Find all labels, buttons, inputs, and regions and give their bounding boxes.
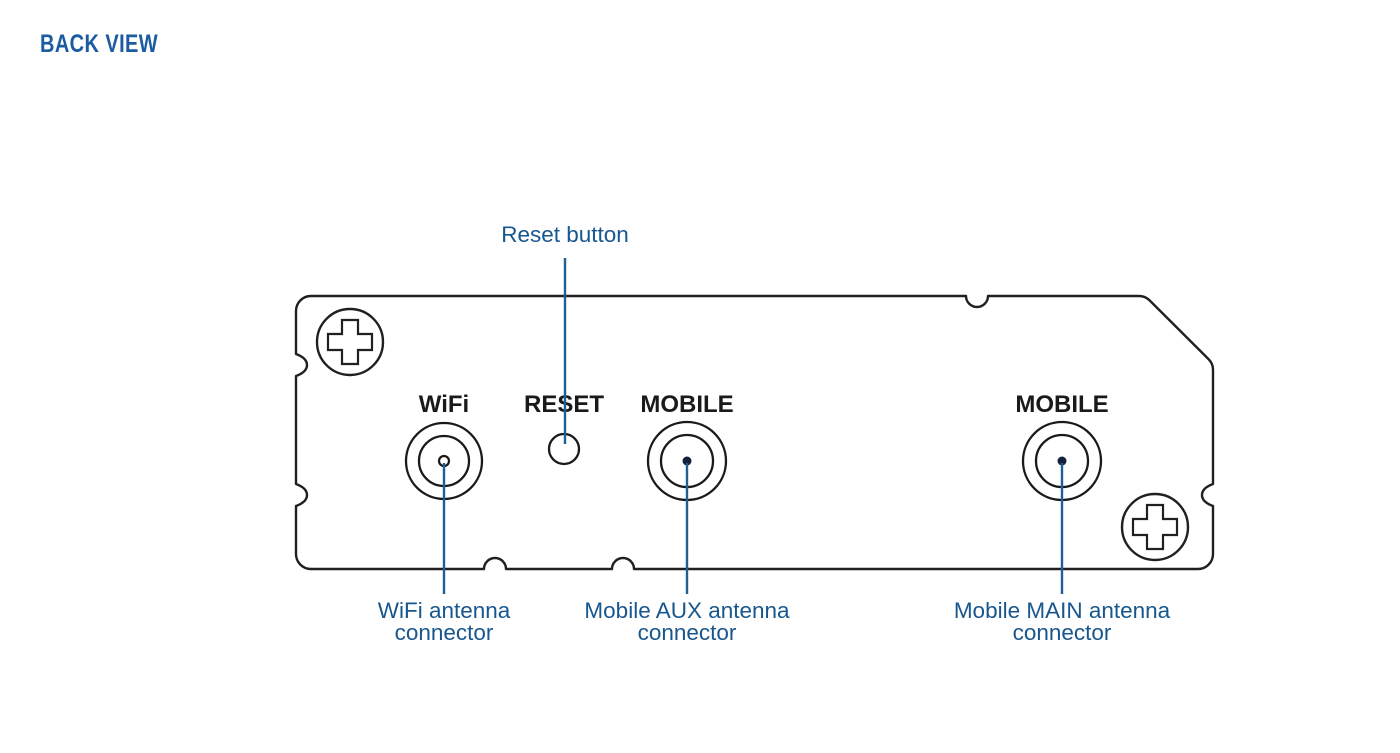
mobile-main-connector-center-pin: [1057, 456, 1067, 466]
callout-mobile-aux-line-1: Mobile AUX antenna: [584, 598, 790, 623]
device-body-outline: [294, 294, 1215, 571]
callout-wifi-line-2: connector: [395, 620, 494, 645]
callout-mobile-aux-line-2: connector: [638, 620, 737, 645]
device-outline-group: [294, 294, 1215, 571]
screw-bottom-right-circle: [1120, 492, 1190, 562]
callout-mobile-aux-antenna-connector: Mobile AUX antenna connector: [584, 598, 790, 645]
screw-top-left-cross-icon: [326, 318, 374, 366]
screw-bottom-right-cross-icon: [1131, 503, 1179, 551]
callout-mobile-main-line-1: Mobile MAIN antenna: [954, 598, 1171, 623]
callout-mobile-main-antenna-connector: Mobile MAIN antenna connector: [954, 598, 1171, 645]
page-title: BACK VIEW: [40, 30, 159, 58]
callout-reset-button: Reset button: [501, 222, 629, 247]
silkscreen-label-mobile-main: MOBILE: [1015, 391, 1108, 418]
callout-wifi-line-1: WiFi antenna: [378, 598, 511, 623]
screw-top-left: [315, 307, 385, 377]
silkscreen-label-mobile-aux: MOBILE: [640, 391, 733, 418]
screw-bottom-right: [1120, 492, 1190, 562]
screw-top-left-circle: [315, 307, 385, 377]
callout-wifi-antenna-connector: WiFi antenna connector: [378, 598, 511, 645]
silkscreen-label-wifi: WiFi: [419, 391, 469, 418]
callout-mobile-main-line-2: connector: [1013, 620, 1112, 645]
mobile-aux-connector-center-pin: [682, 456, 692, 466]
